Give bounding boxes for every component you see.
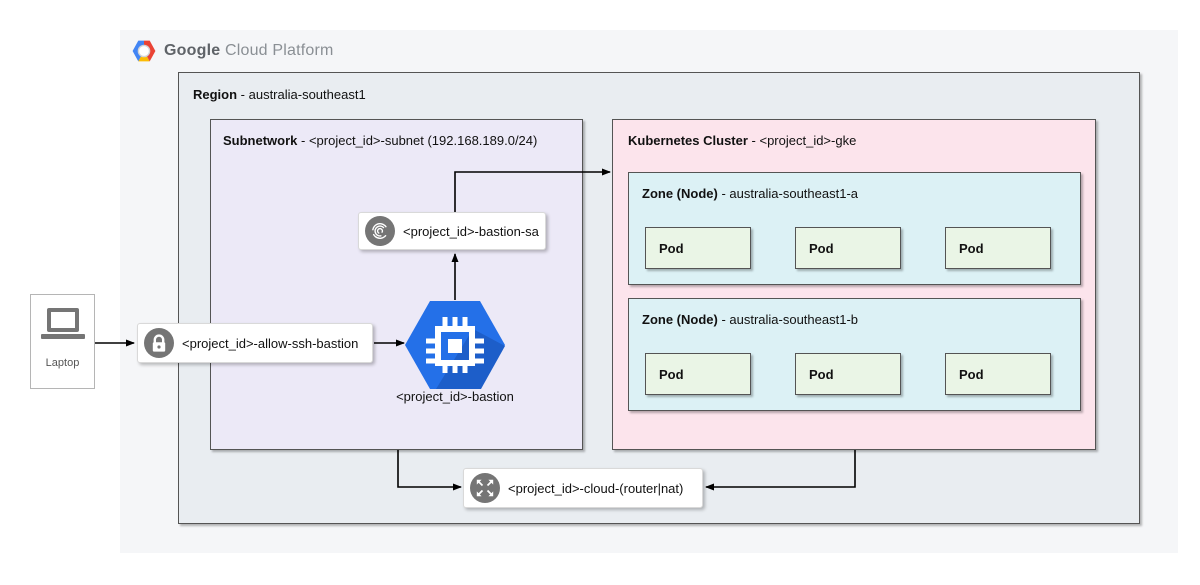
expand-arrows-icon — [470, 473, 500, 503]
gcp-logo-icon — [132, 40, 156, 62]
pod-label: Pod — [659, 240, 684, 256]
zone-b-label-rest: - australia-southeast1-b — [717, 312, 859, 327]
pod-box: Pod — [945, 353, 1051, 395]
pod-box: Pod — [645, 353, 751, 395]
subnetwork-label-rest: - <project_id>-subnet (192.168.189.0/24) — [297, 133, 538, 148]
zone-b-label-bold: Zone (Node) — [642, 312, 718, 327]
bastion-vm-label: <project_id>-bastion — [396, 389, 514, 404]
logo-word-cloud-platform: Cloud Platform — [224, 42, 334, 59]
pod-label: Pod — [809, 240, 834, 256]
pod-box: Pod — [795, 227, 901, 269]
gcp-logo: Google Cloud Platform — [132, 40, 334, 62]
kubernetes-cluster-box: Kubernetes Cluster - <project_id>-gke Zo… — [612, 119, 1096, 450]
bastion-vm-node — [405, 301, 505, 389]
pod-box: Pod — [945, 227, 1051, 269]
logo-word-google: Google — [164, 42, 221, 59]
gcp-logo-text: Google Cloud Platform — [164, 42, 334, 60]
zone-a-box: Zone (Node) - australia-southeast1-a Pod… — [628, 172, 1081, 285]
region-label: Region - australia-southeast1 — [193, 87, 366, 102]
cloud-router-nat-label: <project_id>-cloud-(router|nat) — [508, 480, 684, 496]
pod-box: Pod — [645, 227, 751, 269]
laptop-label: Laptop — [45, 357, 80, 369]
service-account-label: <project_id>-bastion-sa — [403, 223, 539, 239]
compute-engine-icon — [405, 301, 505, 389]
firewall-rule-node: <project_id>-allow-ssh-bastion — [137, 323, 373, 363]
zone-b-label: Zone (Node) - australia-southeast1-b — [642, 312, 858, 327]
fingerprint-icon — [365, 216, 395, 246]
service-account-node: <project_id>-bastion-sa — [358, 212, 546, 250]
subnetwork-label-bold: Subnetwork — [223, 133, 298, 148]
firewall-rule-label: <project_id>-allow-ssh-bastion — [182, 335, 359, 351]
zone-b-box: Zone (Node) - australia-southeast1-b Pod… — [628, 298, 1081, 411]
lock-icon — [144, 328, 174, 358]
cluster-label-rest: - <project_id>-gke — [747, 133, 857, 148]
region-label-rest: - australia-southeast1 — [237, 87, 366, 102]
cluster-label: Kubernetes Cluster - <project_id>-gke — [628, 133, 856, 148]
cluster-label-bold: Kubernetes Cluster — [628, 133, 748, 148]
laptop-icon — [40, 308, 85, 339]
region-label-bold: Region — [193, 87, 238, 102]
zone-a-label-bold: Zone (Node) — [642, 186, 718, 201]
pod-label: Pod — [959, 240, 984, 256]
zone-a-label-rest: - australia-southeast1-a — [717, 186, 859, 201]
subnetwork-label: Subnetwork - <project_id>-subnet (192.16… — [223, 133, 537, 148]
pod-box: Pod — [795, 353, 901, 395]
pod-label: Pod — [809, 366, 834, 382]
pod-label: Pod — [659, 366, 684, 382]
zone-a-label: Zone (Node) - australia-southeast1-a — [642, 186, 858, 201]
cloud-router-nat-node: <project_id>-cloud-(router|nat) — [463, 468, 703, 508]
pod-label: Pod — [959, 366, 984, 382]
laptop-node: Laptop — [30, 294, 95, 389]
